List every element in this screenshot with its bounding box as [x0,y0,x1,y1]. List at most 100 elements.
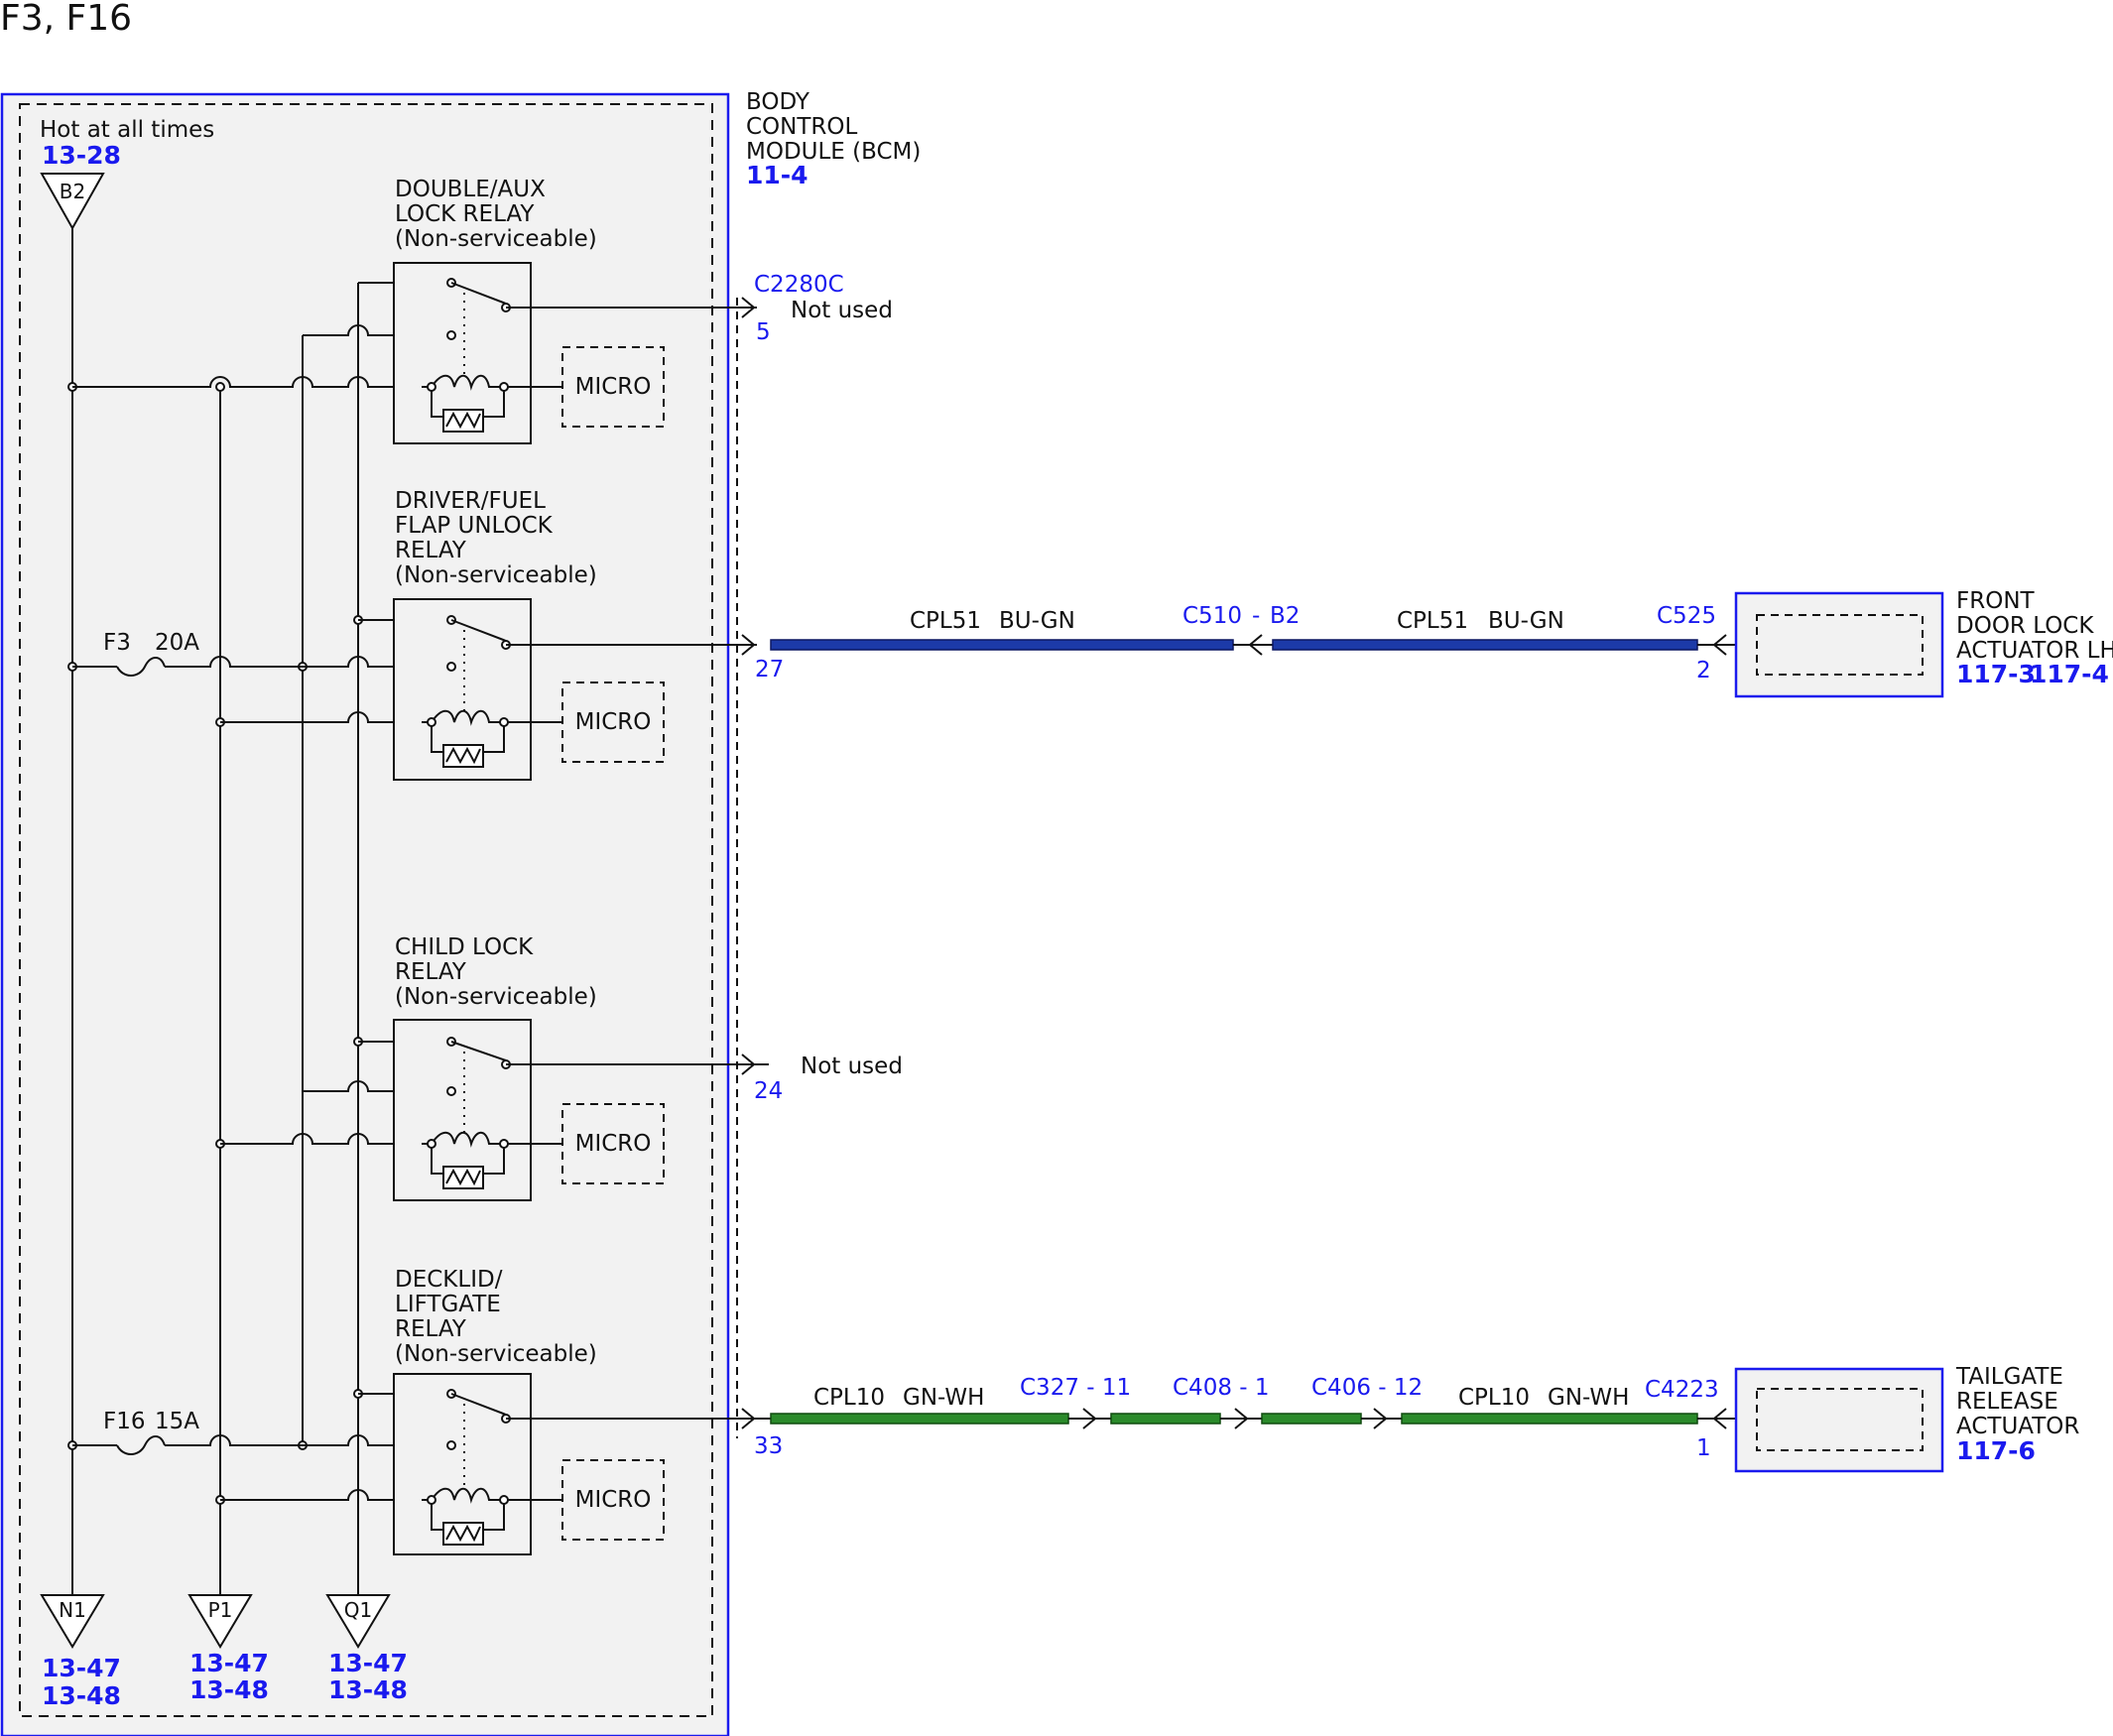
page-title: F3, F16 [0,0,132,39]
relay4-name-line4: (Non-serviceable) [395,1341,597,1367]
n1-terminal-label: N1 [59,1598,86,1622]
pin24-arrow [741,1054,756,1075]
relay1-name-line3: (Non-serviceable) [395,226,597,252]
c406-connector-label[interactable]: C406 - 12 [1311,1375,1423,1401]
pin24-not-used-label: Not used [801,1054,903,1079]
f3-wire-right [165,656,444,668]
f3-fuse-symbol [116,657,166,677]
front-door-actuator-inner [1756,614,1924,676]
f3-fuse-rating: 20A [155,630,199,656]
relay2-micro-label: MICRO [575,709,652,735]
bcm-ref-link[interactable]: 11-4 [746,161,808,189]
relay4-micro-label: MICRO [575,1487,652,1513]
f16-wire-right [165,1434,444,1446]
relay3-name-line2: RELAY [395,959,467,985]
relay4-coil-feed-wire [220,1489,422,1501]
q1-terminal-label: Q1 [344,1598,372,1622]
c4223-pin-label: 1 [1696,1435,1711,1461]
f16-fuse-rating: 15A [155,1409,199,1434]
pin5-label: 5 [756,319,771,345]
relay3-coil-feed-wire [220,1133,422,1145]
c408-connector-label[interactable]: C408 - 1 [1173,1375,1270,1401]
front-door-actuator-box[interactable] [1734,591,1944,698]
relay3-micro-box [561,1103,665,1184]
q1-ref-link-2[interactable]: 13-48 [328,1675,408,1704]
bcm-label-line3: MODULE (BCM) [746,139,921,165]
tailgate-label-line3: ACTUATOR [1956,1414,2079,1439]
relay1-nc-feed-wire [303,324,444,336]
relay3-name-line3: (Non-serviceable) [395,984,597,1010]
cpl10-wire-segment-1[interactable] [770,1413,1069,1425]
front-door-ref-link-1[interactable]: 117-3 [1956,660,2036,688]
c4223-arrow [1712,1408,1727,1429]
tailgate-actuator-box[interactable] [1734,1367,1944,1473]
c2280c-connector-label[interactable]: C2280C [754,272,844,298]
relay4-micro-box [561,1459,665,1541]
n1-ref-link-1[interactable]: 13-47 [42,1654,121,1682]
front-door-label-line1: FRONT [1956,588,2036,614]
c525-connector-label[interactable]: C525 [1657,603,1716,629]
relay4-name-line2: LIFTGATE [395,1292,501,1317]
bcm-label-line2: CONTROL [746,114,858,140]
c525-pin-label: 2 [1696,658,1711,683]
hot-at-all-times-label: Hot at all times [40,117,214,143]
p1-ref-link-2[interactable]: 13-48 [189,1675,269,1704]
relay4-name-line1: DECKLID/ [395,1267,503,1293]
relay1-coil-feed-wire [72,376,422,388]
bcm-label-line1: BODY [746,89,810,115]
c510-connector-label[interactable]: C510 [1182,603,1242,629]
pin24-label: 24 [754,1078,783,1104]
tailgate-label-line1: TAILGATE [1955,1364,2063,1390]
n1-ref-link-2[interactable]: 13-48 [42,1681,121,1710]
relay3-name-line1: CHILD LOCK [395,934,534,960]
cpl51-wire-segment-1[interactable] [770,639,1234,651]
cpl51-code-label-1: CPL51 [910,608,981,634]
front-door-label-line3: ACTUATOR LH [1956,638,2113,664]
pin33-label: 33 [754,1433,783,1459]
relay2-name-line4: (Non-serviceable) [395,562,597,588]
cpl10-wire-segment-2[interactable] [1110,1413,1221,1425]
c510-separator: - [1252,603,1260,629]
hot-ref-link[interactable]: 13-28 [42,141,121,170]
relay2-coil-feed-wire [220,711,422,723]
p1-terminal-triangle [187,1594,253,1649]
c327-connector-label[interactable]: C327 - 11 [1020,1375,1131,1401]
cpl51-color-label-1: BU-GN [999,608,1075,634]
tailgate-ref-link[interactable]: 117-6 [1956,1436,2036,1465]
cpl10-wire-segment-4[interactable] [1401,1413,1698,1425]
relay2-name-line2: FLAP UNLOCK [395,513,554,539]
c4223-connector-label[interactable]: C4223 [1645,1377,1719,1403]
bcm-internal-dashed-boundary [19,103,713,1717]
relay4-name-line3: RELAY [395,1316,467,1342]
pin5-not-used-label: Not used [791,298,893,323]
p1-terminal-label: P1 [208,1598,233,1622]
c510-pin-label: B2 [1270,603,1300,629]
cpl10-code-label-2: CPL10 [1458,1385,1530,1411]
f16-fuse-label: F16 [103,1409,146,1434]
cpl51-color-label-2: BU-GN [1488,608,1564,634]
f3-fuse-label: F3 [103,630,131,656]
cpl10-wire-segment-3[interactable] [1261,1413,1362,1425]
p1-ref-link-1[interactable]: 13-47 [189,1649,269,1677]
relay1-micro-label: MICRO [575,374,652,400]
relay4-body [393,1373,532,1555]
front-door-label-line2: DOOR LOCK [1956,613,2094,639]
relay3-nc-feed [303,1080,444,1092]
relay3-micro-label: MICRO [575,1131,652,1157]
front-door-ref-link-2[interactable]: 117-4 [2030,660,2109,688]
f16-fuse-symbol [116,1435,166,1455]
c406-arrow [1373,1408,1388,1429]
relay3-body [393,1019,532,1201]
relay1-micro-box [561,346,665,428]
q1-ref-link-1[interactable]: 13-47 [328,1649,408,1677]
cpl10-color-label-1: GN-WH [903,1385,984,1411]
relay1-name-line2: LOCK RELAY [395,201,535,227]
relay1-body [393,262,532,444]
tailgate-label-line2: RELEASE [1956,1389,2058,1415]
cpl51-wire-segment-2[interactable] [1272,639,1698,651]
cpl51-code-label-2: CPL51 [1397,608,1468,634]
pin27-label: 27 [755,657,784,682]
b2-terminal-triangle [40,173,105,231]
relay2-body [393,598,532,781]
